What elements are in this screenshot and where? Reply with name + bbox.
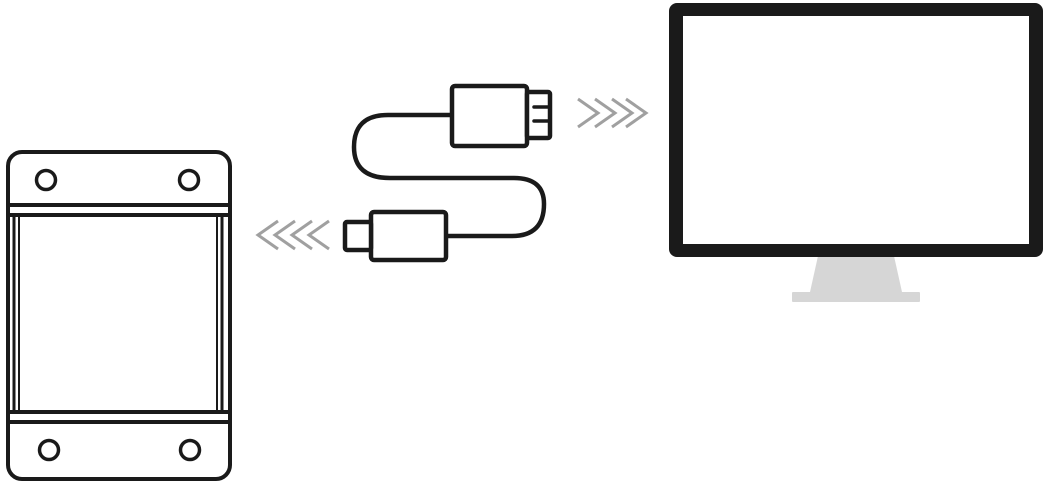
monitor-stand	[810, 256, 902, 292]
mounting-hole-icon	[177, 168, 201, 192]
chevron-left	[272, 219, 296, 251]
chevron-right	[577, 97, 601, 129]
chevron-arrows-right-icon	[577, 97, 649, 129]
mounting-plate-device-icon	[6, 150, 232, 481]
monitor-screen	[683, 16, 1029, 244]
computer-monitor-icon	[669, 3, 1043, 302]
device-outer-frame	[6, 150, 232, 481]
micro-connector-body	[368, 209, 449, 263]
device-inner-body	[12, 213, 224, 414]
mounting-hole-icon	[34, 168, 58, 192]
chevron-arrows-left-icon	[255, 219, 330, 251]
chevron-right	[611, 97, 635, 129]
usb-cable-icon	[342, 83, 553, 263]
monitor-stand-base	[792, 292, 920, 302]
large-connector-tip	[524, 89, 553, 141]
chevron-left	[255, 219, 279, 251]
mounting-hole-icon	[178, 438, 202, 462]
cable-wire	[351, 112, 547, 239]
large-connector-body	[449, 83, 530, 149]
mounting-hole-icon	[37, 438, 61, 462]
chevron-left	[306, 219, 330, 251]
chevron-left	[289, 219, 313, 251]
chevron-right	[594, 97, 618, 129]
chevron-right	[625, 97, 649, 129]
micro-connector-tip	[342, 219, 374, 253]
